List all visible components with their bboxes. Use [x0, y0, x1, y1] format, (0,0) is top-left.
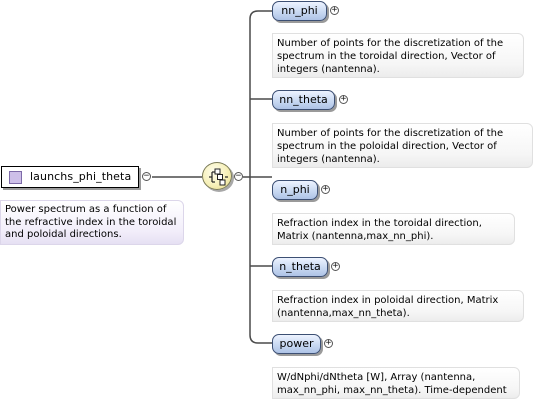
child-doc-nn-phi: Number of points for the discretization … [272, 33, 524, 78]
child-element-nn-theta[interactable]: nn_theta [272, 90, 335, 110]
root-element-box[interactable]: launchs_phi_theta [1, 166, 139, 188]
expand-toggle-n-theta[interactable]: + [331, 261, 340, 271]
root-element-label: launchs_phi_theta [30, 170, 132, 183]
sequence-collapse-toggle[interactable]: − [234, 171, 243, 181]
child-element-n-theta[interactable]: n_theta [272, 257, 328, 277]
child-doc-n-theta: Refraction index in poloidal direction, … [272, 290, 524, 322]
element-icon [9, 171, 22, 184]
expand-toggle-n-phi[interactable]: + [321, 184, 330, 194]
root-documentation: Power spectrum as a function of the refr… [0, 200, 184, 245]
child-element-n-phi[interactable]: n_phi [272, 180, 318, 200]
child-element-nn-phi[interactable]: nn_phi [272, 1, 327, 21]
child-doc-nn-theta: Number of points for the discretization … [272, 123, 533, 168]
sequence-compositor-icon [209, 168, 228, 186]
child-element-power[interactable]: power [272, 334, 321, 354]
child-doc-n-phi: Refraction index in the toroidal directi… [272, 213, 515, 245]
expand-toggle-nn-theta[interactable]: + [339, 94, 348, 104]
sequence-compositor-node[interactable] [202, 162, 232, 190]
expand-toggle-power[interactable]: + [324, 338, 333, 348]
root-collapse-toggle[interactable]: − [142, 171, 151, 181]
child-doc-power: W/dNphi/dNtheta [W], Array (nantenna, ma… [272, 367, 520, 399]
expand-toggle-nn-phi[interactable]: + [330, 5, 339, 15]
